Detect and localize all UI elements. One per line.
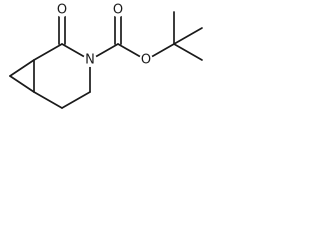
bond-ring-c5-c6 [33, 91, 63, 109]
bond-ring-c1-c2 [33, 43, 63, 61]
molecule-structure: O N O O [9, 3, 203, 109]
label-mask-ring-nitrogen [83, 53, 97, 67]
label-mask-ester-carbonyl-oxygen [111, 3, 125, 17]
label-mask-ketone-oxygen [55, 3, 69, 17]
bond-tert-butyl-methyl-1 [173, 27, 203, 45]
atom-ketone-oxygen: O [57, 3, 67, 18]
bond-cyclopropane-2 [9, 59, 35, 77]
structure-canvas: O N O O [0, 0, 252, 134]
atom-ester-carbonyl-oxygen: O [113, 3, 123, 18]
label-mask-ester-ether-oxygen [139, 53, 153, 67]
bond-group [9, 11, 203, 109]
bond-ring-c4-c5 [61, 91, 91, 109]
atom-ester-ether-oxygen: O [141, 53, 151, 68]
bond-cyclopropane-3 [9, 75, 35, 93]
bond-tert-butyl-methyl-2 [173, 43, 203, 61]
atom-ring-nitrogen: N [85, 53, 95, 68]
